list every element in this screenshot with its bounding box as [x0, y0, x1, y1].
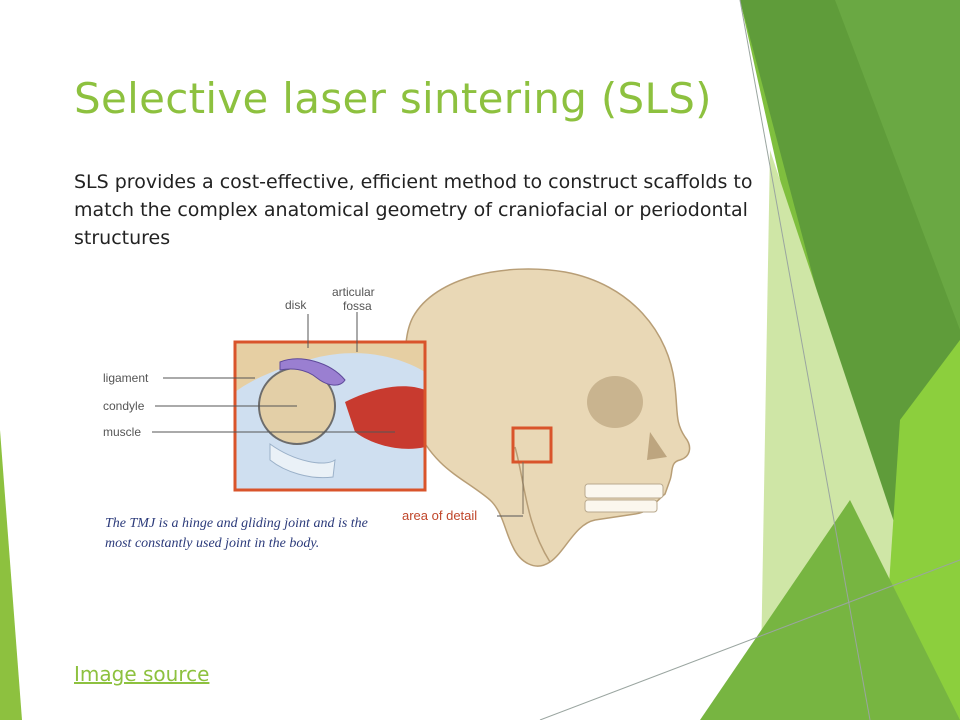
inset-ligament	[269, 443, 336, 479]
area-detail-box	[511, 426, 553, 464]
inset-frame	[233, 340, 427, 492]
label-articular: articular	[332, 285, 375, 299]
skull-lower-teeth	[584, 499, 658, 513]
label-muscle: muscle	[103, 425, 141, 439]
label-area-of-detail: area of detail	[402, 508, 477, 523]
deco-left-sliver	[0, 430, 22, 720]
image-source-link[interactable]: Image source	[74, 662, 210, 686]
deco-line-2	[539, 559, 960, 720]
slide-body-text: SLS provides a cost-effective, efficient…	[74, 171, 753, 249]
tmj-figure: disk articular fossa ligament condyle mu…	[95, 262, 705, 592]
label-ligament: ligament	[103, 371, 149, 385]
inset-fossa-bone	[235, 342, 425, 392]
skull-nasal	[647, 432, 667, 460]
tmj-illustration: disk articular fossa ligament condyle mu…	[103, 268, 691, 567]
inset-disk	[279, 358, 346, 386]
skull-jaw-line	[514, 446, 551, 563]
skull-orbit	[587, 376, 643, 428]
label-condyle: condyle	[103, 399, 145, 413]
figure-caption: The TMJ is a hinge and gliding joint and…	[105, 516, 368, 551]
label-fossa: fossa	[343, 299, 372, 313]
deco-line-1	[739, 0, 871, 720]
skull-upper-teeth	[584, 483, 664, 499]
deco-top-facet	[835, 0, 960, 330]
slide-title: Selective laser sintering (SLS)	[74, 74, 712, 123]
inset-muscle	[345, 386, 425, 449]
label-disk: disk	[285, 298, 307, 312]
